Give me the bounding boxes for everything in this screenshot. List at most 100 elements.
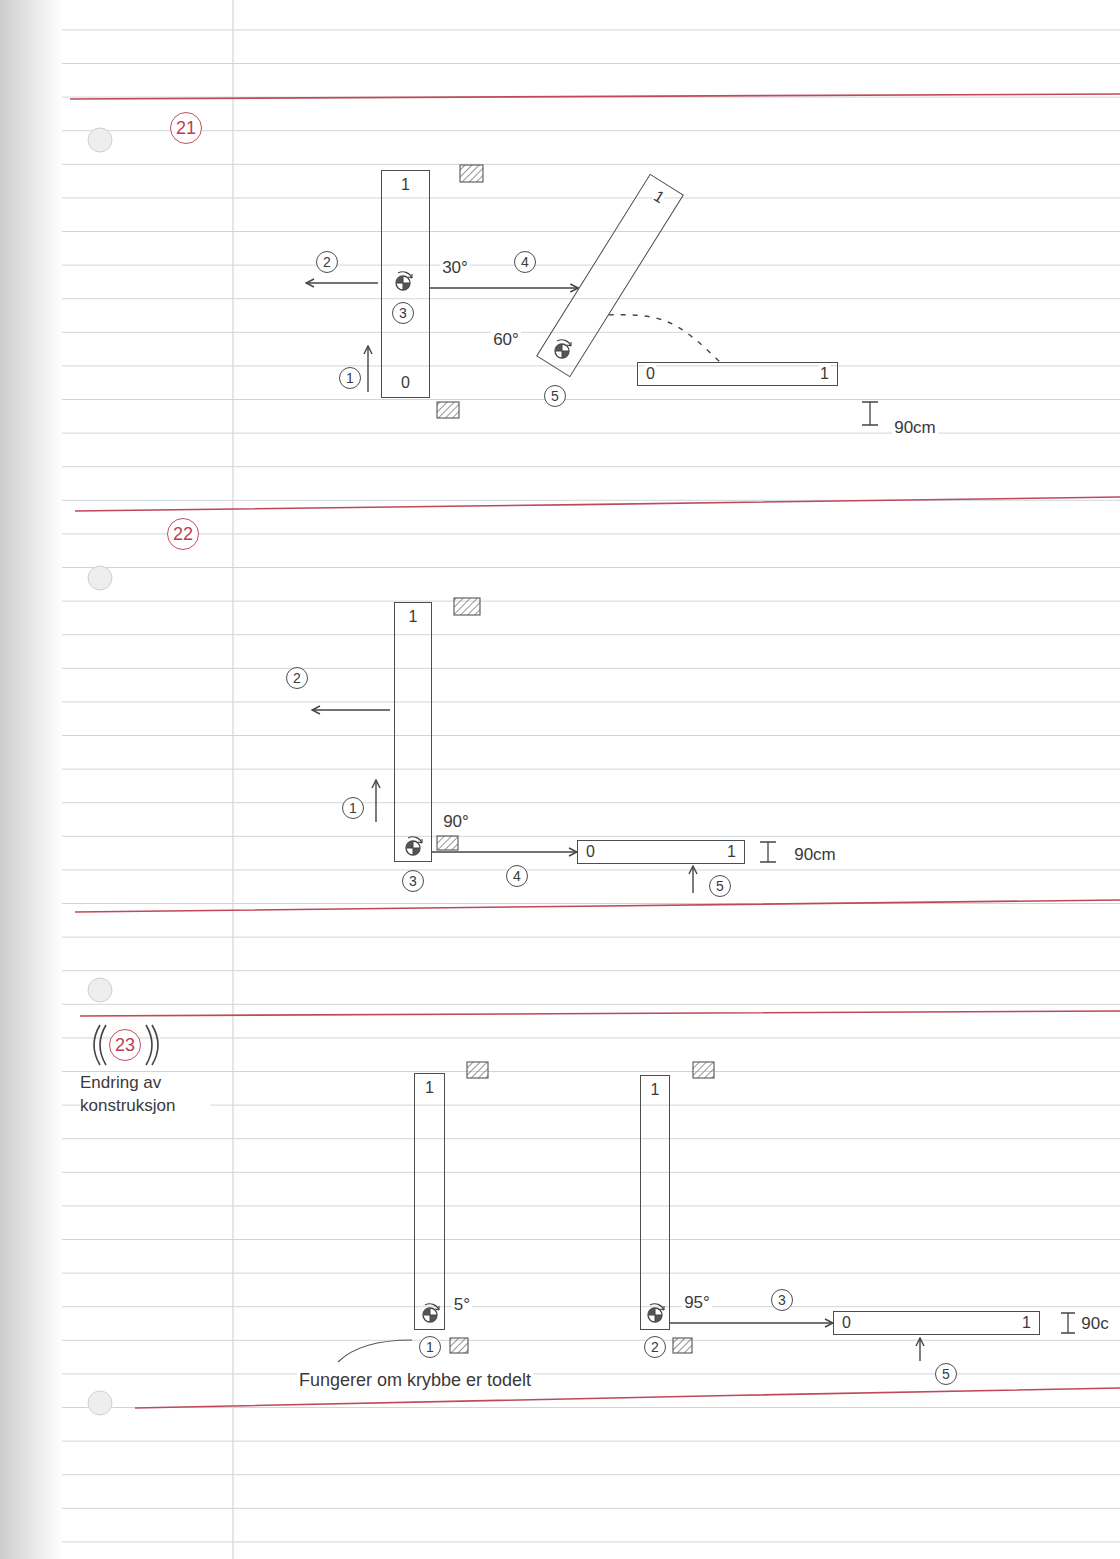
punch-hole xyxy=(88,566,112,590)
beam-mark: 1 xyxy=(1021,1314,1032,1332)
beam-bar: 1 xyxy=(414,1073,445,1330)
move-arrow xyxy=(692,866,693,893)
dimension-marks xyxy=(760,402,1075,1333)
pivot-symbol xyxy=(555,340,571,358)
callout-number: 1 xyxy=(339,367,361,389)
callout-number: 3 xyxy=(402,870,424,892)
move-arrow xyxy=(432,851,577,852)
beam-bar: 1 xyxy=(640,1075,670,1330)
section-brackets xyxy=(94,1025,158,1065)
beam-mark: 1 xyxy=(819,365,830,383)
beam-mark: 0 xyxy=(400,374,411,392)
pivot-symbol xyxy=(406,837,422,855)
support-block xyxy=(467,1062,488,1078)
section-number: 21 xyxy=(170,112,202,144)
callout-number: 3 xyxy=(392,302,414,324)
beam-bar: 1 xyxy=(536,173,684,377)
callout-number: 2 xyxy=(286,667,308,689)
dimension-label: 95° xyxy=(682,1293,712,1313)
margin-line xyxy=(232,0,233,1559)
dimension-label: 60° xyxy=(491,330,521,350)
move-arrow xyxy=(430,287,578,288)
dimension-mark xyxy=(760,842,776,862)
callout-number: 5 xyxy=(544,385,566,407)
handwritten-note: Fungerer om krybbe er todelt xyxy=(297,1370,533,1391)
red-rule xyxy=(70,94,1120,99)
beam-mark: 1 xyxy=(424,1079,435,1097)
callout-number: 2 xyxy=(644,1336,666,1358)
dimension-label: 90° xyxy=(441,812,471,832)
callout-number: 4 xyxy=(506,865,528,887)
swing-path xyxy=(609,315,720,362)
pivots xyxy=(396,272,664,1322)
beam-mark: 1 xyxy=(726,843,737,861)
move-arrow xyxy=(367,346,368,392)
punch-hole xyxy=(88,1391,112,1415)
dimension-label: 30° xyxy=(440,258,470,278)
bracket xyxy=(100,1025,106,1065)
dimension-mark xyxy=(1061,1313,1075,1333)
pivot-symbol xyxy=(648,1304,664,1322)
callout-number: 5 xyxy=(709,875,731,897)
red-rule xyxy=(135,1388,1120,1408)
callout-number: 5 xyxy=(935,1363,957,1385)
supports xyxy=(437,165,714,1353)
paper-edge xyxy=(0,0,62,1559)
callout-number: 3 xyxy=(771,1289,793,1311)
support-block xyxy=(693,1062,714,1078)
move-arrow xyxy=(919,1338,920,1361)
move-arrow xyxy=(375,780,376,822)
red-rule xyxy=(75,900,1120,912)
move-arrow xyxy=(670,1322,833,1323)
bracket xyxy=(152,1025,158,1065)
support-block xyxy=(437,402,459,418)
beam-mark: 1 xyxy=(408,608,419,626)
beam-bar: 01 xyxy=(833,1311,1040,1335)
pivot-symbol xyxy=(396,272,412,290)
move-arrow xyxy=(312,709,390,710)
beam-mark: 0 xyxy=(585,843,596,861)
support-block xyxy=(450,1338,468,1353)
callout-number: 2 xyxy=(316,251,338,273)
punch-hole xyxy=(88,128,112,152)
beam-mark: 1 xyxy=(650,186,669,207)
support-block xyxy=(437,836,458,850)
section-number: 22 xyxy=(167,518,199,550)
bracket xyxy=(146,1025,152,1065)
dimension-label: 90cm xyxy=(892,418,938,438)
move-arrow xyxy=(306,282,378,283)
beam-bar: 01 xyxy=(637,362,838,386)
support-block xyxy=(460,165,483,182)
beam-mark: 0 xyxy=(645,365,656,383)
dimension-label: 90c xyxy=(1079,1314,1110,1334)
callout-number: 1 xyxy=(419,1336,441,1358)
support-block xyxy=(454,598,480,615)
motion-arrows xyxy=(306,283,920,1361)
beam-mark: 1 xyxy=(400,176,411,194)
support-block xyxy=(673,1338,692,1353)
beam-bar: 10 xyxy=(381,170,430,398)
bracket xyxy=(94,1025,100,1065)
red-rule xyxy=(80,1011,1120,1016)
punch-holes xyxy=(88,128,112,1415)
section-dividers xyxy=(70,94,1120,1408)
dimension-label: 5° xyxy=(452,1295,472,1315)
beam-bar: 1 xyxy=(394,602,432,862)
punch-hole xyxy=(88,978,112,1002)
callout-number: 4 xyxy=(514,251,536,273)
dimension-mark xyxy=(862,402,878,425)
section-number: 23 xyxy=(109,1029,141,1061)
beam-bar: 01 xyxy=(577,840,745,864)
red-rule xyxy=(75,497,1120,511)
leader-line xyxy=(338,1340,412,1362)
beam-mark: 1 xyxy=(650,1081,661,1099)
dimension-label: 90cm xyxy=(792,845,838,865)
margin-note: Endring av konstruksjon xyxy=(80,1072,210,1118)
pivot-symbol xyxy=(423,1304,439,1322)
